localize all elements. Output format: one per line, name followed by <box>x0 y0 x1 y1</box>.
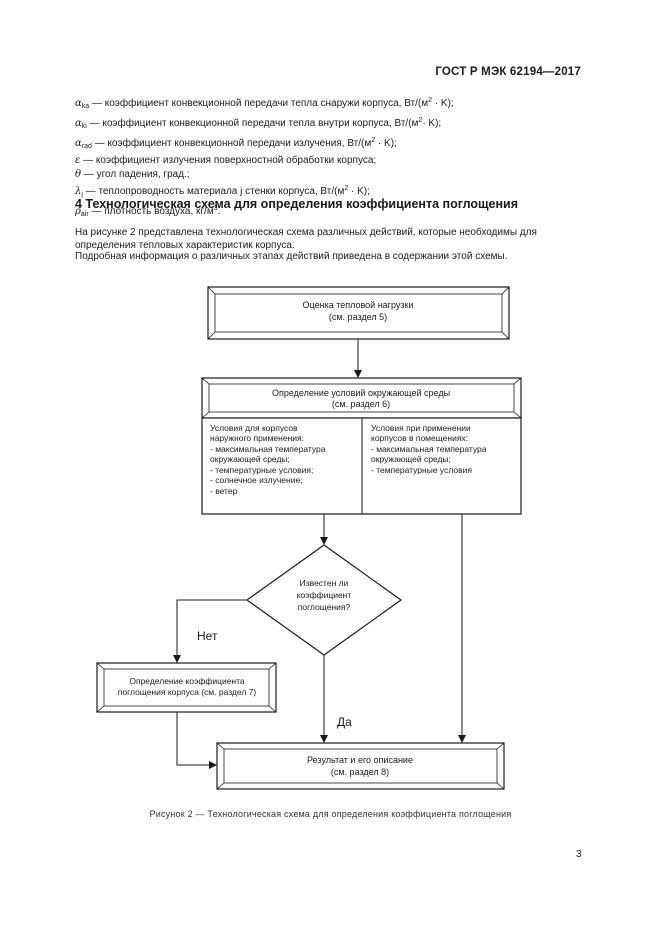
indoor-conditions: Условия при применении корпусов в помеще… <box>371 423 487 475</box>
svg-text:окружающей среды;: окружающей среды; <box>210 454 290 464</box>
paragraph-intro: На рисунке 2 представлена технологическа… <box>75 227 537 251</box>
svg-text:Условия для корпусов: Условия для корпусов <box>210 423 298 433</box>
standard-number: ГОСТ Р МЭК 62194—2017 <box>435 66 581 78</box>
svg-text:коэффициент: коэффициент <box>297 590 352 600</box>
label-no: Нет <box>197 629 218 643</box>
svg-text:Известен ли: Известен ли <box>300 578 349 588</box>
svg-text:окружающей среды;: окружающей среды; <box>371 454 451 464</box>
definition-alpha-ki: αki — коэффициент конвекционной передачи… <box>75 117 442 130</box>
box-absorption: Определение коэффициента поглощения корп… <box>96 662 277 713</box>
box-environment: Определение условий окружающей среды (см… <box>201 377 522 419</box>
symbol-definitions: αka — коэффициент конвекционной передачи… <box>75 94 454 222</box>
svg-text:- максимальная температура: - максимальная температура <box>210 444 326 454</box>
svg-text:- максимальная температура: - максимальная температура <box>371 444 487 454</box>
svg-text:- солнечное излучение;: - солнечное излучение; <box>210 475 303 485</box>
svg-text:- ветер: - ветер <box>210 486 238 496</box>
definition-rho: ρair — плотность воздуха, кг/м3. <box>75 205 221 218</box>
box-heat-load-line2: (см. раздел 5) <box>329 312 387 322</box>
page-number: 3 <box>576 849 582 860</box>
box-environment-line1: Определение условий окружающей среды <box>272 388 450 398</box>
box-heat-load-line1: Оценка тепловой нагрузки <box>303 300 414 310</box>
definition-lambda: λj — теплопроводность материала j стенки… <box>75 185 370 198</box>
figure-caption: Рисунок 2 — Технологическая схема для оп… <box>149 809 512 819</box>
box-environment-line2: (см. раздел 6) <box>332 399 390 409</box>
svg-text:(см. раздел 8): (см. раздел 8) <box>331 767 389 777</box>
svg-text:поглощения?: поглощения? <box>298 602 351 612</box>
box-heat-load: Оценка тепловой нагрузки (см. раздел 5) <box>207 286 510 340</box>
decision-diamond: Известен ли коэффициент поглощения? <box>245 544 403 656</box>
svg-text:корпусов в помещениях:: корпусов в помещениях: <box>371 433 468 443</box>
definition-epsilon: ε — коэффициент излучения поверхностной … <box>75 155 377 166</box>
definition-theta: θ — угол падения, град.; <box>75 169 190 180</box>
definition-alpha-rad: αrad — коэффициент конвекционной передач… <box>75 137 397 150</box>
definition-alpha-ka: αka — коэффициент конвекционной передачи… <box>75 97 454 110</box>
outdoor-conditions: Условия для корпусов наружного применени… <box>210 423 326 496</box>
svg-text:Условия при применении: Условия при применении <box>371 423 471 433</box>
arrow-no <box>173 599 247 663</box>
box-result: Результат и его описание (см. раздел 8) <box>216 742 505 790</box>
svg-text:наружного применения:: наружного применения: <box>210 433 304 443</box>
label-yes: Да <box>337 715 352 729</box>
section-heading: 4 Технологическая схема для определения … <box>75 197 519 211</box>
arrow-absorption-result <box>176 712 217 769</box>
svg-text:- температурные условия;: - температурные условия; <box>210 465 313 475</box>
paragraph-details: Подробная информация о различных этапах … <box>75 251 508 262</box>
svg-text:Определение коэффициента: Определение коэффициента <box>129 676 245 686</box>
svg-text:Результат и его описание: Результат и его описание <box>307 755 413 765</box>
conditions-box: Условия для корпусов наружного применени… <box>201 417 522 515</box>
svg-text:- температурные условия: - температурные условия <box>371 465 472 475</box>
svg-text:поглощения корпуса (см. раздел: поглощения корпуса (см. раздел 7) <box>118 687 257 697</box>
